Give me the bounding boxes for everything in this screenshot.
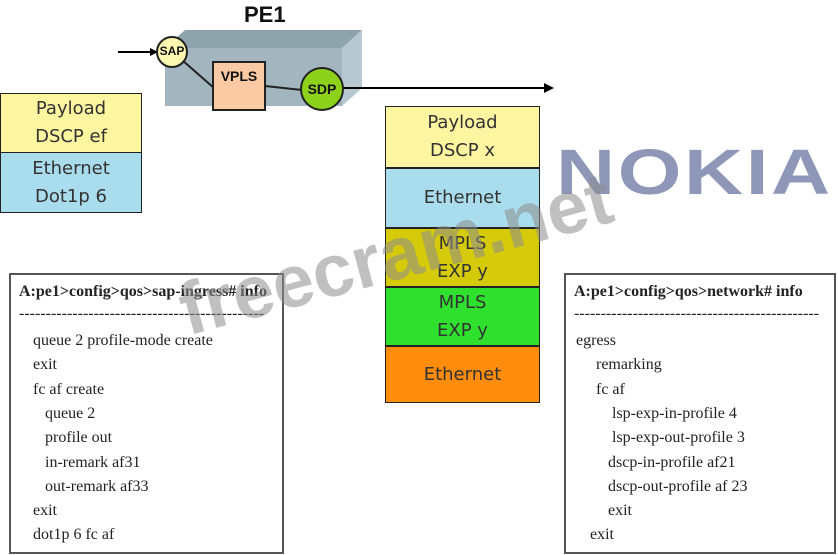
sdp-label: SDP [307, 81, 337, 97]
config-line: exit [590, 526, 614, 544]
packet-layer-label: EXP y [437, 260, 488, 282]
packet-layer-label: DSCP x [429, 140, 496, 161]
network-config-panel: A:pe1>config>qos>network# info ----------… [564, 273, 836, 554]
packet-layer-label: MPLS [438, 291, 487, 313]
sap-node [156, 36, 188, 68]
config-line: egress [576, 332, 616, 349]
config-line: exit [33, 356, 57, 374]
config-line: fc af create [33, 380, 105, 398]
packet-layer-label: Ethernet [423, 187, 502, 208]
packet-layer: MPLS EXP y [385, 287, 540, 346]
packet-layer-label: Payload [427, 112, 498, 133]
vpls-node [212, 61, 266, 111]
config-header: A:pe1>config>qos>network# info [574, 283, 803, 300]
packet-layer-label: Dot1p 6 [35, 185, 107, 207]
pe1-title: PE1 [244, 2, 286, 27]
config-line: exit [608, 502, 632, 520]
nokia-logo: NOKIA [556, 136, 833, 208]
sap-ingress-config-panel: A:pe1>config>qos>sap-ingress# info ------… [9, 273, 284, 554]
router-box-top [165, 30, 362, 48]
pe1-router-diagram [118, 30, 554, 111]
config-line: dscp-in-profile af21 [608, 453, 736, 471]
config-line: remarking [596, 356, 662, 374]
config-header: A:pe1>config>qos>sap-ingress# info [19, 283, 267, 300]
config-line: queue 2 [45, 404, 96, 422]
config-separator: ----------------------------------------… [574, 305, 820, 322]
packet-layer-label: DSCP ef [35, 126, 107, 147]
config-line: in-remark af31 [45, 453, 141, 471]
packet-layer-label: Ethernet [32, 157, 110, 179]
packet-layer: Ethernet [385, 168, 540, 228]
packet-layer-label: EXP y [437, 319, 488, 341]
packet-layer-label: MPLS [438, 232, 487, 254]
config-line: dot1p 6 fc af [33, 526, 115, 544]
packet-layer-label: Ethernet [423, 363, 502, 385]
config-line: out-remark af33 [45, 477, 149, 495]
sdp-node [300, 67, 344, 111]
packet-layer: Ethernet [385, 346, 540, 403]
vpls-label: VPLS [220, 68, 258, 84]
config-line: exit [33, 502, 57, 520]
config-line: dscp-out-profile af 23 [608, 477, 748, 495]
config-line: lsp-exp-out-profile 3 [612, 429, 745, 447]
packet-layer: MPLS EXP y [385, 228, 540, 287]
config-separator: ----------------------------------------… [19, 305, 265, 322]
config-line: profile out [45, 429, 113, 447]
config-line: queue 2 profile-mode create [33, 332, 213, 349]
config-line: fc af [596, 380, 625, 398]
config-line: lsp-exp-in-profile 4 [612, 404, 737, 422]
sap-label: SAP [159, 44, 185, 58]
packet-layer-label: Payload [35, 98, 107, 119]
